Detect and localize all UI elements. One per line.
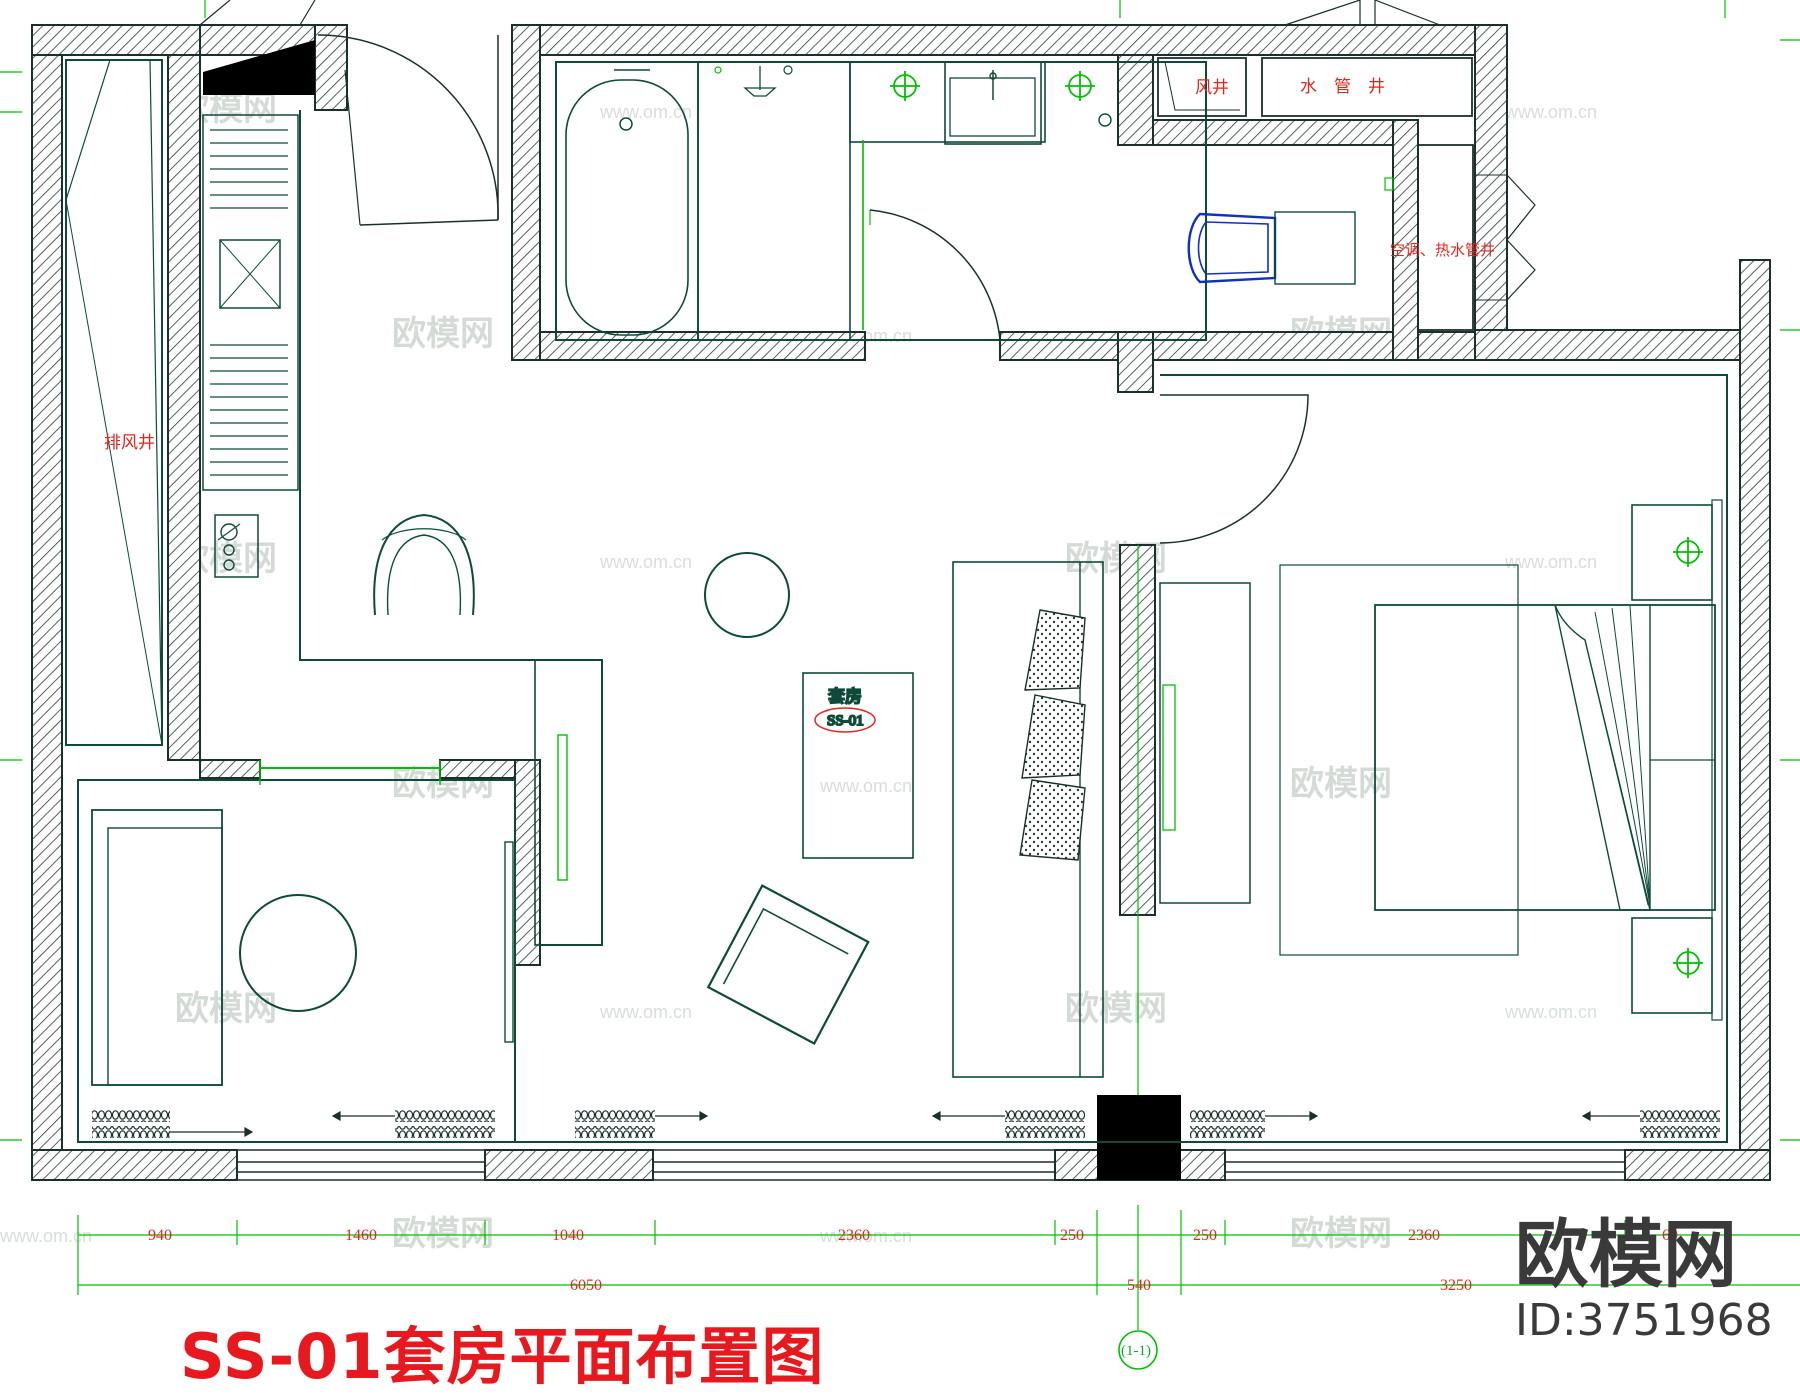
dimension-value: 2360	[1408, 1227, 1440, 1244]
grid-ticks	[0, 0, 1800, 1141]
watermark-faint: 欧模网	[1290, 764, 1392, 804]
dimension-value: 3250	[1440, 1277, 1472, 1294]
air-shaft-label: 风井	[1195, 78, 1229, 98]
blanket-fold	[1554, 604, 1651, 911]
watermark-url: www.om.cn	[599, 102, 692, 122]
watermark-url: www.om.cn	[1504, 552, 1597, 572]
coffee-table	[802, 672, 914, 859]
heater-arrows	[170, 1110, 1640, 1138]
dimension-value: 540	[1127, 1277, 1151, 1294]
watermark-url: www.om.cn	[819, 1226, 912, 1246]
tub-drain-icon	[619, 117, 633, 131]
air-shaft	[1157, 57, 1247, 117]
structural-column	[1097, 1095, 1181, 1180]
kitchen-counter	[202, 114, 299, 578]
shower-area	[697, 61, 851, 341]
watermark-faint: 欧模网	[175, 989, 277, 1029]
vanity-counter	[849, 61, 1046, 143]
watermark-url: www.om.cn	[819, 776, 912, 796]
outlet-icon	[1098, 113, 1112, 127]
tv-cabinet	[1159, 582, 1251, 904]
entry-threshold	[203, 40, 315, 95]
nightstand-bottom	[1631, 917, 1713, 1014]
water-shaft-label: 水 管 井	[1300, 77, 1385, 97]
sofa-cushions	[1019, 609, 1086, 861]
desk-lamp	[557, 734, 568, 881]
watermark-logo: 欧模网	[1515, 1212, 1737, 1298]
bedroom	[1159, 394, 1723, 1021]
entrance	[199, 0, 499, 226]
drawing-title: SS-01套房平面布置图	[180, 1320, 825, 1393]
lounge-chair	[706, 884, 870, 1045]
dimension-value: 60	[1662, 1227, 1678, 1244]
watermark-faint: 欧模网	[392, 1214, 494, 1254]
bathroom	[555, 61, 1394, 341]
desk	[534, 659, 603, 946]
floor-drain	[219, 239, 281, 309]
cooktop-icon	[214, 514, 259, 578]
watermark-faint: 欧模网	[1065, 989, 1167, 1029]
watermark-url: www.om.cn	[599, 1002, 692, 1022]
rug	[1279, 564, 1519, 956]
axis-label: (1-1)	[1121, 1343, 1151, 1359]
dimension-lines	[77, 1205, 1800, 1330]
water-shaft	[1261, 57, 1473, 117]
windows	[237, 1149, 1625, 1181]
light-marker-icon	[890, 71, 920, 101]
vent-grille	[210, 129, 288, 476]
dimension-values: 940 1460 1040 2360 250 250 2360 60 6050 …	[148, 1227, 1678, 1294]
dimension-value: 1460	[345, 1227, 377, 1244]
watermark-url: www.om.cn	[0, 1226, 92, 1246]
heaters	[92, 1110, 1720, 1138]
watermark-url: www.om.cn	[1504, 1002, 1597, 1022]
round-table	[704, 552, 790, 638]
watermark-id: ID:3751968	[1515, 1295, 1773, 1346]
walls	[31, 24, 1771, 1181]
sofa-left	[91, 809, 223, 1086]
shower-head-icon	[743, 87, 777, 97]
axis-bubble	[1118, 1330, 1158, 1370]
shafts: 风井 水 管 井 空调、热水管井	[1157, 0, 1536, 331]
light-marker-icon	[1065, 71, 1095, 101]
dimension-value: 2360	[838, 1227, 870, 1244]
sofa	[952, 561, 1104, 1078]
lamp-marker-icon	[1673, 948, 1703, 978]
ac-shaft-label: 空调、热水管井	[1390, 241, 1495, 259]
room-name: 套房	[828, 687, 862, 707]
dimension-value: 250	[1193, 1227, 1217, 1244]
watermark-url: www.om.cn	[599, 552, 692, 572]
ac-shaft	[1417, 144, 1474, 331]
lamp-marker-icon	[1673, 537, 1703, 567]
armchair	[373, 513, 475, 616]
lower-left-room	[91, 760, 514, 1086]
dimension-value: 1040	[552, 1227, 584, 1244]
dimension-value: 940	[148, 1227, 172, 1244]
exhaust-shaft: 排风井	[65, 59, 163, 746]
dimension-value: 6050	[570, 1277, 602, 1294]
exhaust-shaft-label: 排风井	[104, 433, 155, 453]
living-room: 套房 SS-01	[373, 513, 1104, 1078]
bed	[1374, 604, 1716, 911]
toilet-icon	[1187, 212, 1277, 284]
round-table-left	[239, 894, 357, 1012]
watermark-faint: 欧模网	[392, 314, 494, 354]
watermark-url: www.om.cn	[1504, 102, 1597, 122]
dimension-value: 250	[1060, 1227, 1084, 1244]
watermark-faint: 欧模网	[1290, 1214, 1392, 1254]
tv-icon	[1162, 684, 1176, 831]
room-code-badge	[814, 707, 876, 733]
room-code: SS-01	[827, 713, 864, 729]
background-watermarks: 欧模网 欧模网 欧模网 欧模网 欧模网 欧模网 欧模网 欧模网 欧模网 欧模网 …	[0, 89, 1597, 1254]
